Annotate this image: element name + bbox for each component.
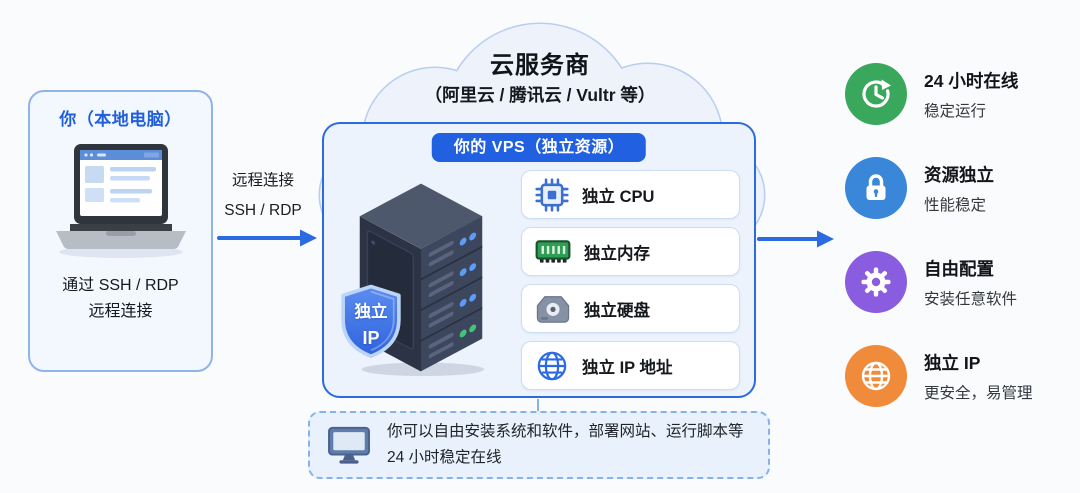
remote-connection-label: 远程连接 SSH / RDP xyxy=(208,166,318,226)
local-computer-panel: 你（本地电脑） 通过 SSH / RDP xyxy=(28,90,213,372)
note-text: 你可以自由安装系统和软件，部署网站、运行脚本等 24 小时稳定在线 xyxy=(387,419,744,472)
arrow-left-to-cloud-icon xyxy=(217,229,317,247)
local-computer-caption: 通过 SSH / RDP 远程连接 xyxy=(30,273,211,326)
caption-line1: 通过 SSH / RDP xyxy=(62,277,179,294)
globe-icon xyxy=(537,351,567,380)
disk-icon xyxy=(536,295,570,323)
cloud-provider-subtitle: （阿里云 / 腾讯云 / Vultr 等） xyxy=(424,85,656,105)
ram-icon xyxy=(535,239,571,263)
arrow-cloud-to-features-icon xyxy=(757,230,834,248)
resource-label: 独立 CPU xyxy=(582,187,655,206)
feature-configure: 自由配置 安装任意软件 xyxy=(845,251,1033,313)
clock-history-icon xyxy=(845,63,907,125)
gear-icon xyxy=(845,251,907,313)
remote-connection-line1: 远程连接 xyxy=(231,172,294,189)
resource-ram: 独立内存 xyxy=(521,227,740,276)
feature-subtitle: 稳定运行 xyxy=(924,102,987,120)
feature-subtitle: 性能稳定 xyxy=(924,196,987,214)
dashed-connector xyxy=(537,399,539,411)
note-line2: 24 小时稳定在线 xyxy=(387,449,502,466)
feature-list: 24 小时在线 稳定运行 资源独立 性能稳定 xyxy=(845,63,1033,407)
globe-icon xyxy=(845,345,907,407)
monitor-icon xyxy=(328,426,370,464)
remote-connection-line2: SSH / RDP xyxy=(224,202,302,220)
resource-label: 独立硬盘 xyxy=(584,301,650,320)
resource-ip: 独立 IP 地址 xyxy=(521,341,740,390)
feature-title: 自由配置 xyxy=(924,258,994,279)
feature-title: 独立 IP xyxy=(924,352,981,373)
vps-panel: 你的 VPS（独立资源） xyxy=(322,122,756,398)
resource-cpu: 独立 CPU xyxy=(521,170,740,219)
feature-subtitle: 安装任意软件 xyxy=(924,290,1018,308)
resource-label: 独立内存 xyxy=(584,244,650,263)
laptop-icon xyxy=(30,140,211,267)
feature-title: 24 小时在线 xyxy=(924,70,1019,91)
cpu-icon xyxy=(535,177,569,212)
resource-disk: 独立硬盘 xyxy=(521,284,740,333)
vps-resource-list: 独立 CPU 独立内存 xyxy=(521,170,740,390)
shield-label-line2: IP xyxy=(362,327,380,348)
lock-icon xyxy=(845,157,907,219)
shield-label-line1: 独立 xyxy=(354,303,388,321)
cloud-provider-title: 云服务商 xyxy=(490,52,590,79)
local-computer-title: 你（本地电脑） xyxy=(59,110,182,129)
shield-icon xyxy=(338,282,404,365)
caption-line2: 远程连接 xyxy=(88,303,153,321)
note-panel: 你可以自由安装系统和软件，部署网站、运行脚本等 24 小时稳定在线 xyxy=(308,411,770,479)
feature-title: 资源独立 xyxy=(924,164,994,185)
feature-isolation: 资源独立 性能稳定 xyxy=(845,157,1033,219)
feature-subtitle: 更安全，易管理 xyxy=(924,384,1033,402)
resource-label: 独立 IP 地址 xyxy=(582,358,673,377)
feature-uptime: 24 小时在线 稳定运行 xyxy=(845,63,1033,125)
shield-label: 独立 IP xyxy=(338,301,404,351)
note-line1: 你可以自由安装系统和软件，部署网站、运行脚本等 xyxy=(387,422,744,440)
feature-dedicated-ip: 独立 IP 更安全，易管理 xyxy=(845,345,1033,407)
vps-banner: 你的 VPS（独立资源） xyxy=(431,133,647,162)
